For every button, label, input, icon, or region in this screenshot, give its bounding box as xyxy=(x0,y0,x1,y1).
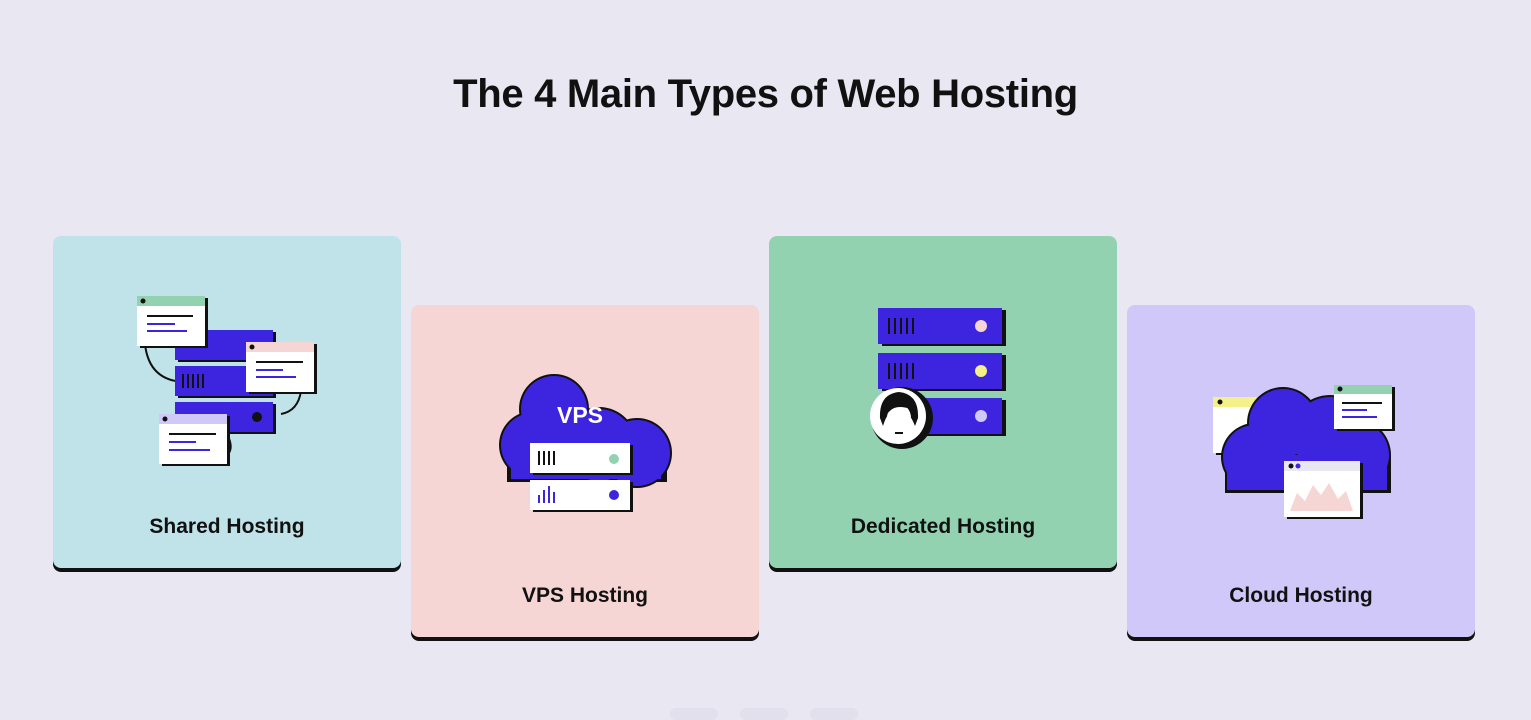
vps-cloud-icon: VPS xyxy=(499,374,672,512)
page-title: The 4 Main Types of Web Hosting xyxy=(453,72,1078,116)
shared-servers-icon xyxy=(137,296,317,466)
card-label-shared: Shared Hosting xyxy=(149,515,305,538)
dedicated-server-icon xyxy=(870,308,1006,449)
card-dedicated-hosting[interactable]: Dedicated Hosting xyxy=(769,236,1117,568)
vps-badge: VPS xyxy=(557,402,603,428)
footer-decoration xyxy=(670,708,858,720)
card-label-cloud: Cloud Hosting xyxy=(1229,584,1373,607)
card-label-dedicated: Dedicated Hosting xyxy=(850,515,1036,538)
cloud-network-icon xyxy=(1213,385,1395,519)
card-vps-hosting[interactable]: VPS VPS Hosting xyxy=(411,305,759,637)
card-cloud-hosting[interactable]: Cloud Hosting xyxy=(1127,305,1475,637)
card-shared-hosting[interactable]: Shared Hosting xyxy=(53,236,401,568)
card-label-vps: VPS Hosting xyxy=(521,584,648,607)
